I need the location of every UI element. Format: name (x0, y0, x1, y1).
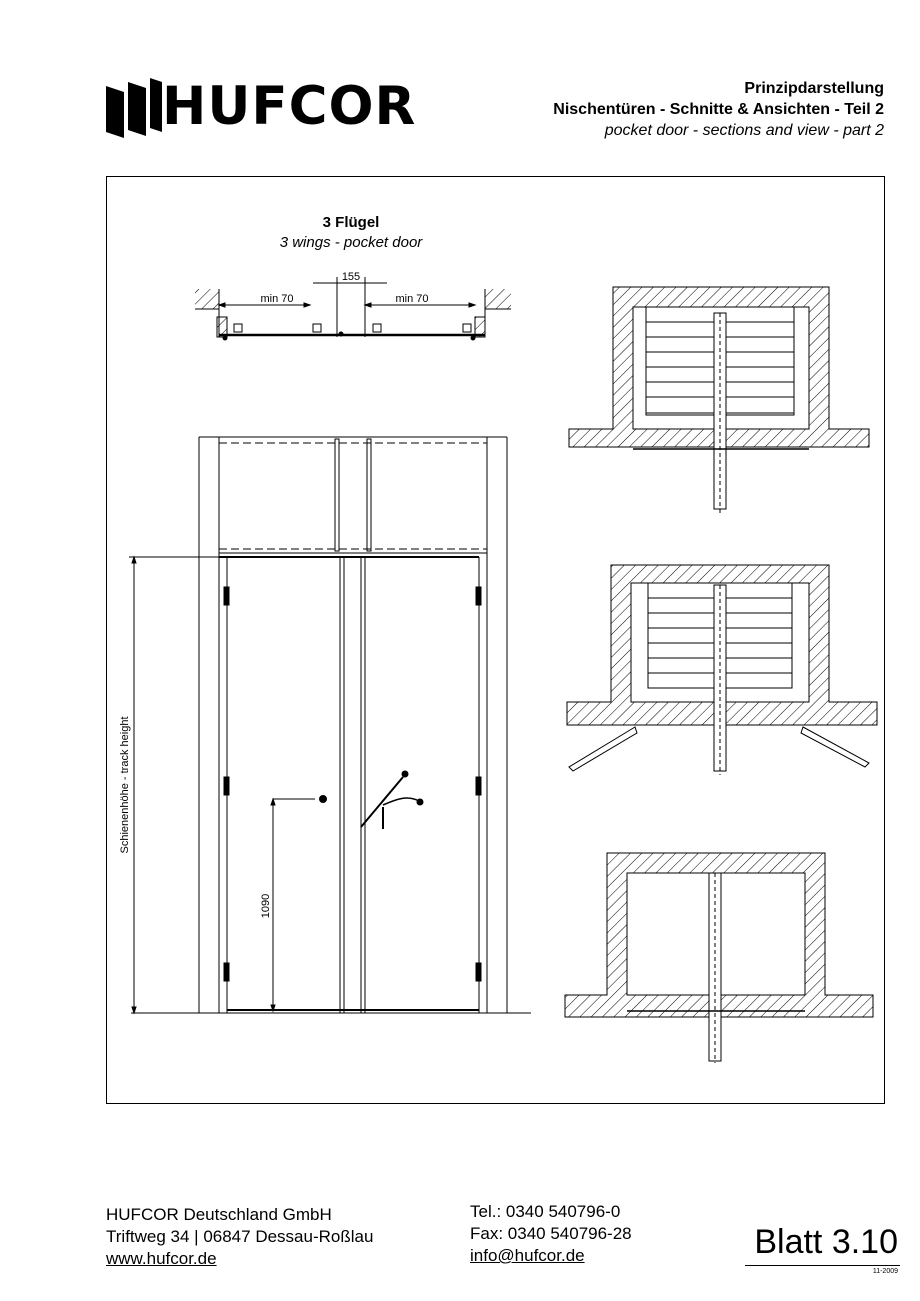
technical-drawing: 3 Flügel 3 wings - pocket door 155 min 7… (119, 214, 878, 1063)
hufcor-logo-mark (106, 78, 162, 138)
brand-logo-text: HUFCOR (162, 76, 417, 137)
fax-number: Fax: 0340 540796-28 (470, 1224, 632, 1243)
email-link[interactable]: info@hufcor.de (470, 1246, 585, 1265)
section-view-open-folded (566, 564, 878, 775)
front-elevation (129, 436, 531, 1015)
dim-right-label: min 70 (395, 293, 428, 305)
page-title: Prinzipdarstellung (744, 80, 884, 97)
section-view-closed-stacked (568, 286, 870, 513)
plan-view-strip (195, 277, 511, 341)
sheet-divider (745, 1265, 900, 1266)
page-header: Prinzipdarstellung Nischentüren - Schnit… (553, 78, 884, 141)
dim-center-label: 155 (342, 271, 360, 283)
dim-track-height-label: Schienenhöhe - track height (119, 717, 131, 854)
page-subtitle-en: pocket door - sections and view - part 2 (604, 122, 884, 139)
drawing-title-de: 3 Flügel (323, 214, 380, 231)
dim-handle-height-label: 1090 (260, 894, 272, 918)
company-address: Triftweg 34 | 06847 Dessau-Roßlau (106, 1227, 374, 1246)
phone-number: Tel.: 0340 540796-0 (470, 1202, 621, 1221)
sheet-date: 11-2009 (872, 1268, 898, 1275)
drawing-frame: 3 Flügel 3 wings - pocket door 155 min 7… (106, 176, 885, 1104)
website-link[interactable]: www.hufcor.de (106, 1249, 217, 1268)
footer-company-block: HUFCOR Deutschland GmbH Triftweg 34 | 06… (106, 1204, 373, 1270)
footer-contact-block: Tel.: 0340 540796-0 Fax: 0340 540796-28 … (470, 1201, 632, 1267)
drawing-title-en: 3 wings - pocket door (280, 234, 424, 251)
company-name: HUFCOR Deutschland GmbH (106, 1205, 332, 1224)
sheet-number: Blatt 3.10 (754, 1223, 898, 1261)
dim-left-label: min 70 (260, 293, 293, 305)
section-view-open-single (564, 852, 874, 1063)
page-subtitle-de: Nischentüren - Schnitte & Ansichten - Te… (553, 101, 884, 118)
